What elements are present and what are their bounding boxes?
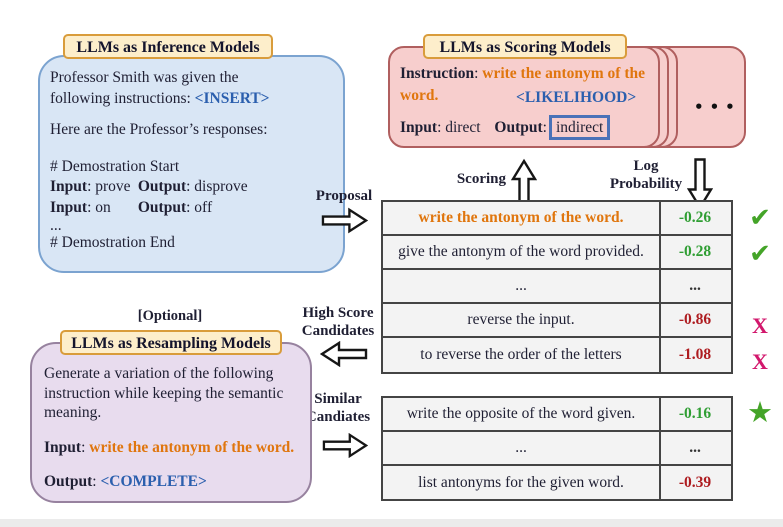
scoring-model-box <box>388 46 660 148</box>
table-row: to reverse the order of the letters -1.0… <box>383 338 731 372</box>
proposal-arrow-icon <box>321 207 368 234</box>
inference-model-badge: LLMs as Inference Models <box>63 34 273 59</box>
scoring-prompt-line1: Instruction: write the antonym of the <box>400 65 645 82</box>
scored-instructions-table: write the antonym of the word. -0.26 giv… <box>381 200 733 374</box>
discard-cross-icon: X <box>752 313 768 338</box>
resampling-prompt-text: Generate a variation of the following in… <box>44 365 284 421</box>
likelihood-token: <LIKELIHOOD> <box>516 89 637 106</box>
resampling-input-line: Input: write the antonym of the word. <box>44 439 295 456</box>
log-probability-down-arrow-icon <box>687 155 713 212</box>
log-probability-label: Log Probability <box>609 158 683 192</box>
table-row: write the antonym of the word. -0.26 <box>383 202 731 236</box>
inference-model-box <box>38 55 345 273</box>
resampled-instructions-table: write the opposite of the word given. -0… <box>381 396 733 501</box>
optional-label: [Optional] <box>137 308 203 324</box>
proposal-label: Proposal <box>315 188 373 204</box>
scoring-prompt-line3: Input: direct Output:indirect <box>400 115 611 140</box>
table-row: list antonyms for the given word. -0.39 <box>383 466 731 499</box>
high-score-left-arrow-icon <box>320 341 368 367</box>
prompt-line: Professor Smith was given the <box>50 69 239 86</box>
similar-right-arrow-icon <box>322 433 368 458</box>
resampling-output-line: Output: <COMPLETE> <box>44 473 207 490</box>
ellipsis-line: ... <box>50 217 62 234</box>
prompt-line: Here are the Professor’s responses: <box>50 121 268 138</box>
inference-prompt-text: Professor Smith was given the following … <box>50 68 270 253</box>
scoring-prompt-line2: word. <box>400 87 439 104</box>
table-row: write the opposite of the word given. -0… <box>383 398 731 432</box>
demo-end-line: # Demostration End <box>50 234 175 251</box>
demo-row: Input: prove Output: disprove <box>50 178 248 195</box>
table-row: give the antonym of the word provided. -… <box>383 236 731 270</box>
scoring-flow-label: Scoring <box>456 171 506 187</box>
similar-candidates-label: Similar Candiates <box>305 391 371 425</box>
resampling-model-badge: LLMs as Resampling Models <box>60 330 282 355</box>
likelihood-target-outline: indirect <box>548 115 611 140</box>
demo-start-line: # Demostration Start <box>50 157 180 175</box>
scoring-model-badge: LLMs as Scoring Models <box>423 34 627 59</box>
table-row: reverse the input. -0.86 <box>383 304 731 338</box>
stack-ellipsis-dots: ••• <box>694 98 741 116</box>
discard-cross-icon: X <box>752 349 768 374</box>
demo-row: Input: on Output: off <box>50 198 213 216</box>
table-row: ... ... <box>383 432 731 466</box>
complete-token: <COMPLETE> <box>100 473 207 490</box>
insert-token: <INSERT> <box>194 89 270 107</box>
table-row: ... ... <box>383 270 731 304</box>
high-score-candidates-label: High Score Candidates <box>301 305 375 339</box>
keep-check-icon: ✔ <box>749 239 771 269</box>
prompt-line: following instructions: <INSERT> <box>50 89 270 107</box>
best-star-icon: ★ <box>747 395 773 429</box>
page-edge-strip <box>0 519 783 527</box>
keep-check-icon: ✔ <box>749 203 771 233</box>
